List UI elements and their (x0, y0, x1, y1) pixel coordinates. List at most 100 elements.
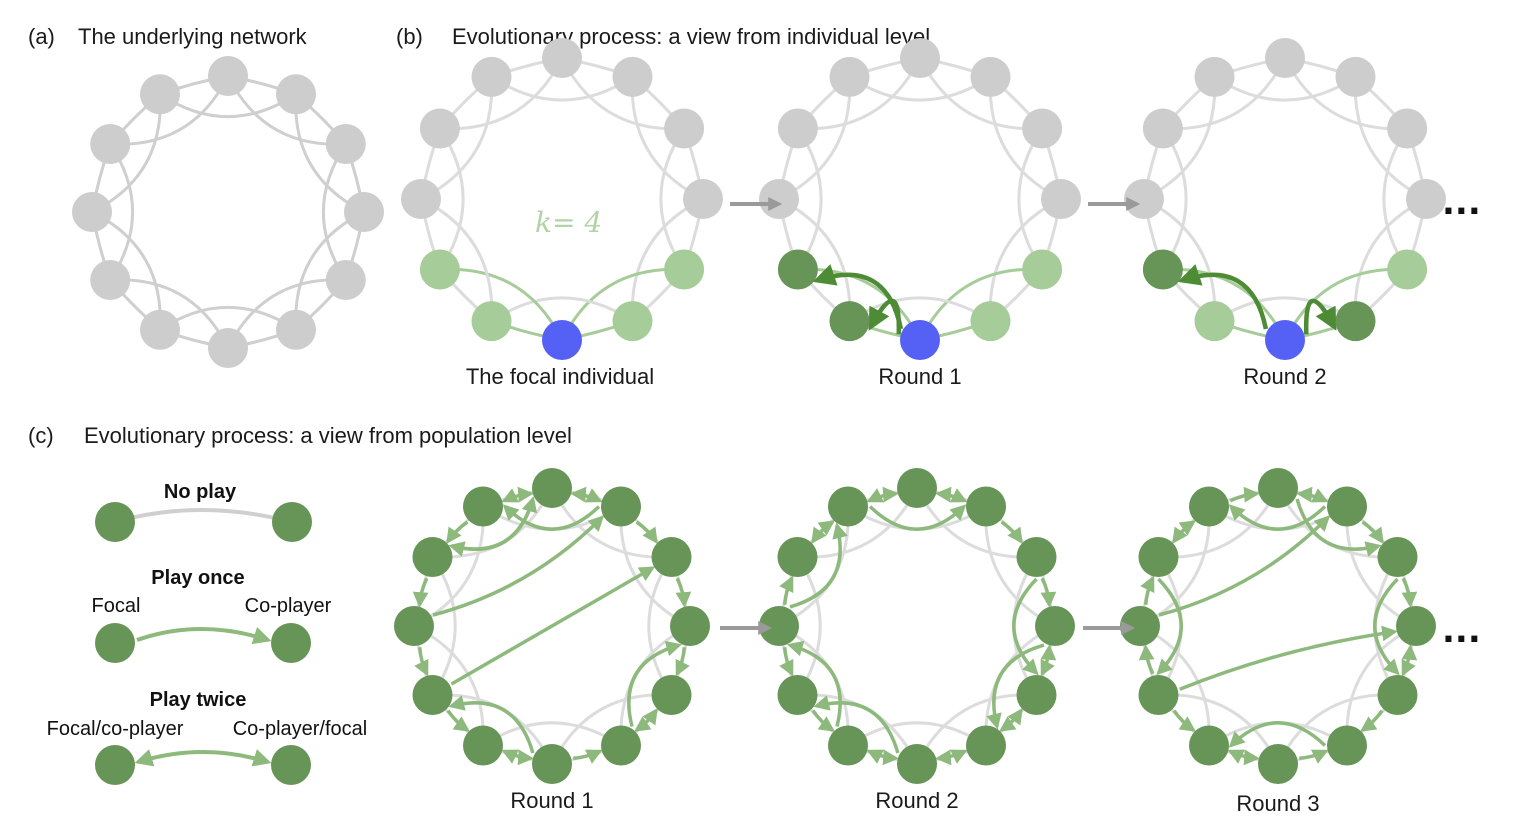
panel-a-letter: (a) (28, 24, 55, 49)
network-edge (647, 556, 673, 696)
network-node (1035, 606, 1075, 646)
play-once-arrow (1295, 498, 1382, 557)
play-twice-arrow (634, 708, 658, 732)
network-node (1258, 744, 1298, 784)
network-node (777, 537, 818, 577)
network-node (1377, 537, 1418, 577)
network-node (1396, 606, 1436, 646)
network-edge (848, 75, 992, 102)
network-node (1189, 725, 1229, 766)
ellipsis-b: ... (1442, 183, 1481, 223)
network-node (683, 179, 723, 219)
play-twice-arrow (501, 749, 534, 766)
play-twice-arrow (1401, 644, 1418, 677)
play-once-arrow (502, 504, 601, 531)
network-edge (1213, 75, 1357, 102)
play-twice-arrow (501, 486, 534, 503)
network-node (463, 486, 503, 527)
network-node (1022, 249, 1063, 290)
play-once-arrow (414, 647, 429, 677)
legend-node (271, 623, 311, 663)
network-edge (490, 296, 634, 323)
network-node (276, 74, 316, 115)
panel-c-title: Evolutionary process: a view from popula… (84, 423, 572, 448)
network-node (532, 468, 572, 508)
network-node (829, 301, 870, 342)
network-node (1194, 301, 1235, 342)
network-node (900, 38, 940, 78)
caption-c-round-2: Round 2 (875, 788, 958, 813)
caption-focal-individual: The focal individual (466, 364, 654, 389)
network-node (966, 486, 1006, 527)
focal-node (1265, 320, 1305, 360)
play-once-arrow (868, 504, 967, 531)
network-node (1142, 108, 1183, 149)
network-edge (1373, 556, 1399, 696)
network-node (1189, 486, 1229, 527)
network-node (344, 192, 384, 232)
k-label: k= 4 (535, 206, 602, 239)
ellipsis-c: ... (1442, 611, 1481, 651)
play-once-arrow (675, 577, 692, 608)
network-node (651, 675, 692, 715)
play-once-arrow (986, 643, 1045, 730)
network-node (1327, 725, 1367, 766)
play-once-arrow (1229, 486, 1260, 503)
network-edge (490, 75, 634, 102)
play-once-arrow (1373, 577, 1400, 676)
network-edge (1382, 127, 1409, 271)
play-once-arrow (789, 522, 848, 609)
network-node (612, 56, 653, 97)
play-twice-arrow (811, 520, 835, 544)
network-node (612, 301, 653, 342)
play-once-arrow (1138, 644, 1155, 675)
network-node (325, 260, 366, 300)
network-population-round-2 (759, 468, 1075, 784)
network-node (1194, 56, 1235, 97)
network-node (759, 179, 799, 219)
network-node (970, 301, 1011, 342)
network-node (532, 744, 572, 784)
play-once-arrow (1360, 709, 1384, 732)
play-twice-arrow (999, 708, 1023, 732)
play-twice-arrow (1040, 644, 1057, 677)
network-node (601, 725, 641, 766)
network-node (1016, 537, 1057, 577)
legend-play-once: Play once (151, 567, 244, 589)
play-once-arrow (448, 695, 535, 754)
network-node (1387, 108, 1428, 149)
network-node (325, 124, 366, 164)
play-once-arrow (1012, 577, 1039, 676)
network-edge (796, 127, 823, 271)
legend-node (95, 623, 135, 663)
legend-node (95, 745, 135, 785)
play-once-arrow (1179, 625, 1398, 691)
play-once-arrow (675, 647, 690, 677)
network-edge (482, 721, 622, 747)
legend-co-player-focal: Co-player/focal (233, 718, 368, 740)
legend-no-play: No play (164, 481, 237, 503)
play-once-arrow (412, 577, 429, 608)
network-node (419, 249, 460, 290)
network-node (1335, 56, 1376, 97)
network-population-round-1 (394, 468, 710, 784)
play-once-arrow (779, 575, 794, 605)
network-node (777, 675, 818, 715)
play-arrow (1177, 264, 1269, 330)
network-edge (1161, 127, 1188, 271)
network-node (90, 124, 131, 164)
network-node (1041, 179, 1081, 219)
network-node (394, 606, 434, 646)
play-once-arrow (1361, 520, 1384, 544)
network-edge (322, 143, 348, 281)
play-once-arrow (635, 520, 658, 544)
network-node (1406, 179, 1446, 219)
network-edge (1157, 556, 1183, 696)
network-node (670, 606, 710, 646)
network-node (208, 56, 248, 96)
network-individual-round-2 (1124, 38, 1446, 360)
network-node (1387, 249, 1428, 290)
network-node (463, 725, 503, 766)
play-once-arrow (432, 515, 605, 617)
